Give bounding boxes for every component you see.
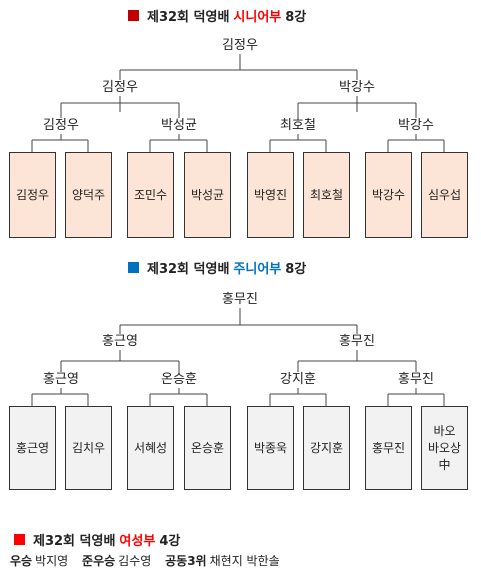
junior-player-box: 김치우 [65, 406, 112, 490]
senior-title-suffix: 8강 [285, 10, 307, 25]
junior-player-name: 온승훈 [190, 440, 225, 455]
senior-player-name: 조민수 [133, 187, 168, 202]
senior-player-name: 박영진 [253, 187, 288, 202]
senior-semifinalist-3: 최호철 [278, 118, 318, 134]
senior-player-name: 김정우 [15, 187, 50, 202]
junior-semifinalist-3: 강지훈 [278, 372, 318, 388]
senior-player-name: 박성균 [190, 187, 225, 202]
result-names-runnerup: 김수영 [118, 554, 152, 568]
junior-title-division: 주니어부 [233, 262, 282, 277]
junior-finalist-left: 홍근영 [100, 334, 140, 350]
senior-finalist-left: 김정우 [100, 80, 140, 96]
junior-player-box: 박종욱 [247, 406, 294, 490]
result-label-winner: 우승 [10, 554, 33, 568]
women-title-square-icon [14, 534, 25, 545]
junior-finalist-right: 홍무진 [337, 334, 377, 350]
senior-player-box: 박성균 [184, 152, 231, 238]
senior-semifinalist-4: 박강수 [396, 118, 436, 134]
senior-title-square-icon [128, 10, 139, 21]
junior-title: 제32회 덕영배 주니어부 8강 [128, 258, 306, 277]
senior-bracket-lines [31, 54, 445, 152]
junior-player-box: 서혜성 [127, 406, 174, 490]
women-title-division: 여성부 [119, 534, 156, 549]
junior-player-name: 홍근영 [15, 440, 50, 455]
senior-player-name: 심우섭 [427, 187, 462, 202]
senior-player-box: 박강수 [365, 152, 412, 238]
junior-semifinalist-2: 온승훈 [159, 372, 199, 388]
result-names-winner: 박지영 [35, 554, 69, 568]
junior-player-box: 홍무진 [365, 406, 412, 490]
senior-champion: 김정우 [220, 38, 260, 54]
junior-player-name: 김치우 [71, 440, 106, 455]
result-label-joint-third: 공동3위 [165, 554, 207, 568]
senior-player-box: 김정우 [9, 152, 56, 238]
junior-player-name: 바오 바오상 中 [427, 423, 462, 472]
junior-title-suffix: 8강 [285, 262, 307, 277]
junior-semifinalist-1: 홍근영 [41, 372, 81, 388]
women-title: 제32회 덕영배 여성부 4강 [14, 530, 180, 549]
result-label-runnerup: 준우승 [82, 554, 116, 568]
senior-player-box: 최호철 [303, 152, 350, 238]
senior-semifinalist-2: 박성균 [159, 118, 199, 134]
junior-player-name: 강지훈 [309, 440, 344, 455]
junior-title-square-icon [128, 262, 139, 273]
junior-player-box: 강지훈 [303, 406, 350, 490]
senior-player-box: 박영진 [247, 152, 294, 238]
senior-player-name: 최호철 [309, 187, 344, 202]
junior-player-name: 박종욱 [253, 440, 288, 455]
senior-player-name: 박강수 [371, 187, 406, 202]
senior-finalist-right: 박강수 [337, 80, 377, 96]
senior-player-box: 양덕주 [65, 152, 112, 238]
women-title-prefix: 제32회 덕영배 [33, 534, 116, 549]
senior-player-box: 심우섭 [421, 152, 468, 238]
senior-semifinalist-1: 김정우 [41, 118, 81, 134]
junior-title-prefix: 제32회 덕영배 [147, 262, 230, 277]
senior-title: 제32회 덕영배 시니어부 8강 [128, 6, 306, 25]
junior-player-box: 홍근영 [9, 406, 56, 490]
junior-semifinalist-4: 홍무진 [396, 372, 436, 388]
senior-title-prefix: 제32회 덕영배 [147, 10, 230, 25]
junior-player-box: 온승훈 [184, 406, 231, 490]
senior-player-box: 조민수 [127, 152, 174, 238]
junior-champion: 홍무진 [220, 292, 260, 308]
result-names-joint-third: 채현지 박한솔 [209, 554, 280, 568]
junior-player-name: 홍무진 [371, 440, 406, 455]
senior-title-division: 시니어부 [233, 10, 282, 25]
junior-player-name: 서혜성 [133, 440, 168, 455]
senior-player-name: 양덕주 [71, 187, 106, 202]
junior-player-box: 바오 바오상 中 [421, 406, 468, 490]
women-title-suffix: 4강 [159, 534, 181, 549]
